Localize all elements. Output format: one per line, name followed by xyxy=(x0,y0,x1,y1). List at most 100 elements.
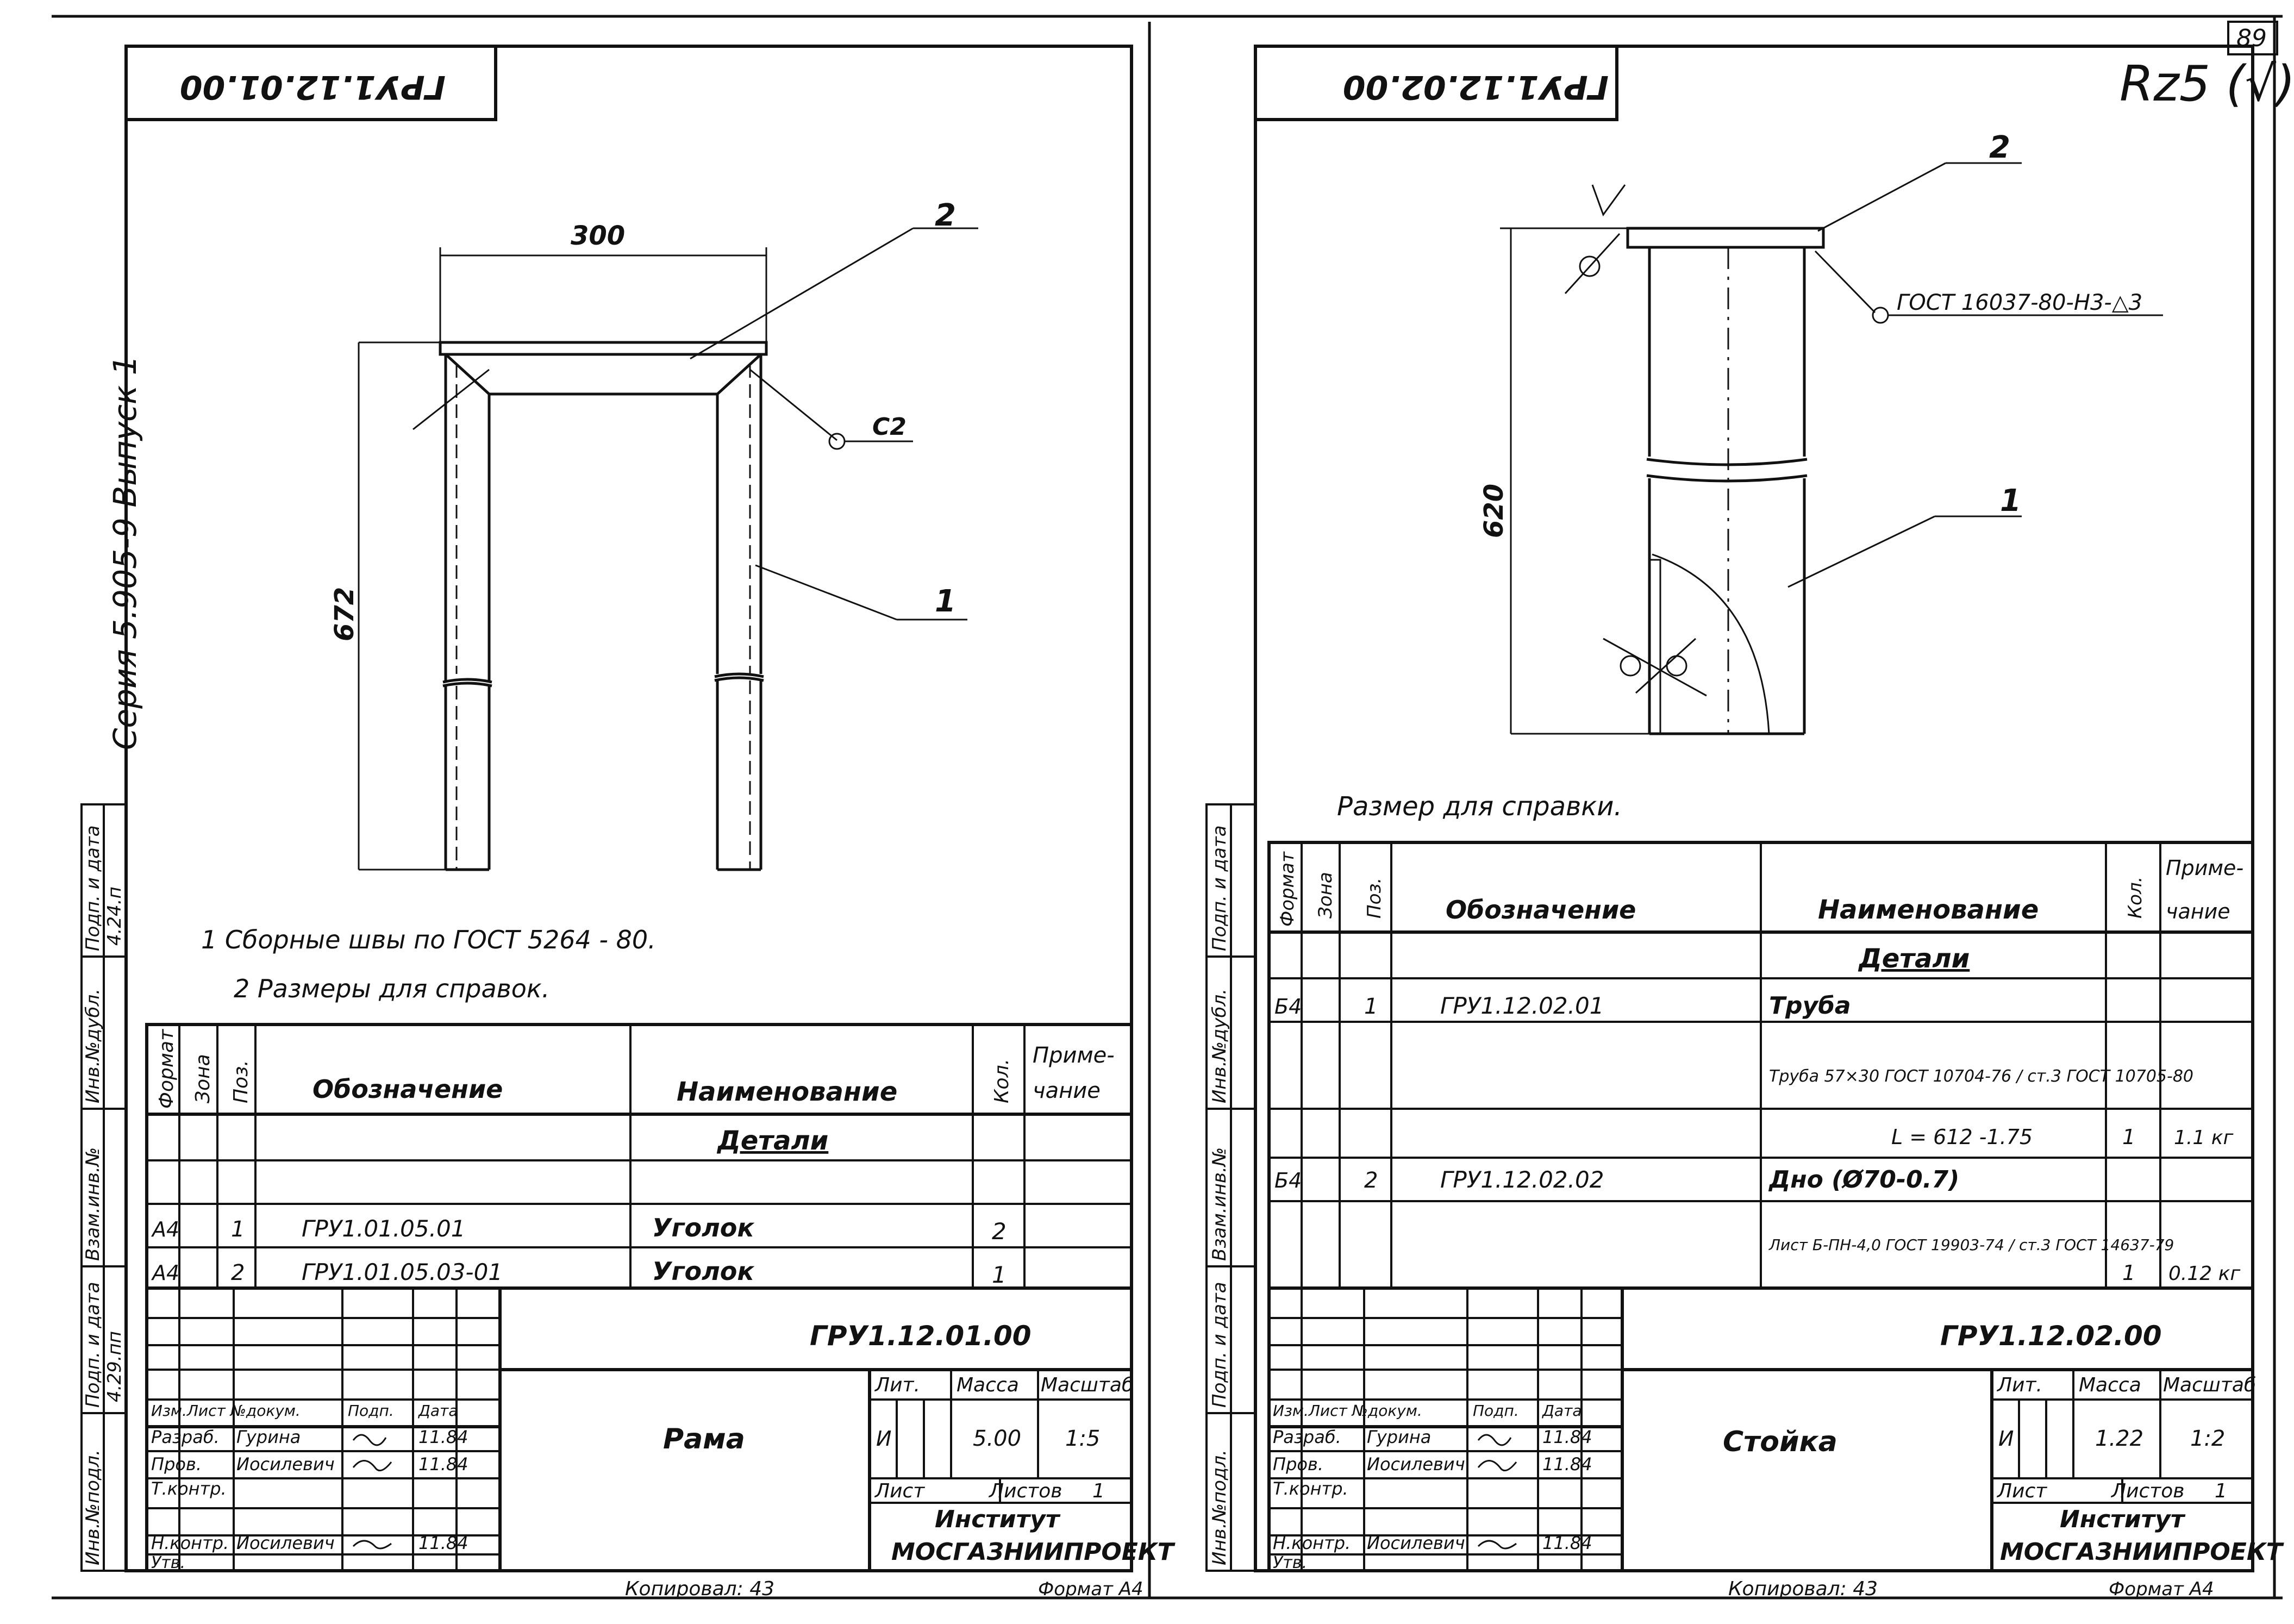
right-sheet: ГРУ1.12.02.00 Rz5 (√) Инв.№подл. Подп. и… xyxy=(1205,45,2294,1600)
right-binding-strip xyxy=(1205,803,1257,1572)
svg-text:ГРУ1.12.02.02: ГРУ1.12.02.02 xyxy=(1440,1166,1604,1193)
svg-text:L = 612 -1.75: L = 612 -1.75 xyxy=(1891,1125,2033,1149)
svg-text:1: 1 xyxy=(1364,994,1378,1019)
binding-label: Подп. и дата xyxy=(1209,1282,1230,1408)
scale-header: Масштаб xyxy=(1041,1374,1134,1396)
table-row: А4 2 ГРУ1.01.05.03-01 Уголок 1 xyxy=(151,1257,1007,1288)
col-format-header: Формат xyxy=(155,1029,178,1109)
format-label-right: Формат А4 xyxy=(2109,1578,2214,1600)
sheets-label: Листов xyxy=(988,1480,1062,1502)
svg-text:Иосилевич: Иосилевич xyxy=(1367,1533,1465,1553)
col-note-header-2: чание xyxy=(2166,900,2230,923)
sheets-label: Листов xyxy=(2110,1480,2184,1502)
svg-text:Уголок: Уголок xyxy=(652,1257,755,1286)
svg-text:А4: А4 xyxy=(151,1261,179,1285)
right-mirrored-stamp-box xyxy=(1254,45,1618,121)
col-note-header: Приме- xyxy=(2166,856,2243,880)
col-format-header: Формат xyxy=(1277,851,1298,927)
svg-text:Гурина: Гурина xyxy=(1367,1427,1431,1447)
svg-text:Пров.: Пров. xyxy=(151,1454,202,1475)
binding-label: Взам.инв.№ xyxy=(82,1147,104,1261)
right-mirrored-stamp: ГРУ1.12.02.00 xyxy=(1343,68,1609,106)
svg-text:0.12 кг: 0.12 кг xyxy=(2168,1263,2241,1285)
section-title: Детали xyxy=(1858,944,1970,974)
svg-text:Т.контр.: Т.контр. xyxy=(151,1478,227,1499)
svg-text:Подп.: Подп. xyxy=(1473,1402,1519,1420)
institute-name: Институт xyxy=(935,1506,1061,1533)
note-2: 2 Размеры для справок. xyxy=(234,974,549,1003)
svg-text:11.84: 11.84 xyxy=(1542,1427,1592,1447)
svg-text:Дно (Ø70-0.7): Дно (Ø70-0.7) xyxy=(1768,1166,1959,1194)
sheets-count-right: 1 xyxy=(2215,1480,2227,1502)
mass-header: Масса xyxy=(2079,1374,2141,1396)
doc-name-right: Стойка xyxy=(1723,1426,1837,1458)
callout-1-right: 1 xyxy=(2000,483,2021,519)
svg-text:1: 1 xyxy=(231,1217,245,1242)
callout-1: 1 xyxy=(935,584,956,619)
svg-text:Н.контр.: Н.контр. xyxy=(151,1533,229,1553)
svg-text:1.1 кг: 1.1 кг xyxy=(2174,1127,2234,1149)
section-title: Детали xyxy=(716,1126,828,1156)
svg-text:Дата: Дата xyxy=(1541,1402,1582,1420)
doc-name: Рама xyxy=(663,1423,745,1456)
svg-text:Утв.: Утв. xyxy=(151,1553,185,1572)
callout-2: 2 xyxy=(935,198,956,233)
table-row: А4 1 ГРУ1.01.05.01 Уголок 2 xyxy=(151,1213,1007,1245)
col-zone-header: Зона xyxy=(192,1054,214,1103)
svg-text:11.84: 11.84 xyxy=(418,1427,468,1447)
sheet-label: Лист xyxy=(874,1480,925,1502)
series-label: Серия 5.905-9 Выпуск 1 xyxy=(107,355,143,750)
binding-label: Инв.№подл. xyxy=(1209,1450,1230,1565)
col-designation-header: Обозначение xyxy=(312,1075,503,1104)
col-qty-header: Кол. xyxy=(2124,877,2146,919)
weld-note: ГОСТ 16037-80-Н3-△3 xyxy=(1897,290,2142,315)
dim-height: 672 xyxy=(329,587,360,641)
note-right: Размер для справки. xyxy=(1337,791,1622,822)
sheet-label: Лист xyxy=(1996,1480,2047,1502)
lit-header: Лит. xyxy=(1996,1374,2042,1396)
svg-text:ГРУ1.01.05.03-01: ГРУ1.01.05.03-01 xyxy=(302,1259,503,1285)
svg-text:2: 2 xyxy=(992,1218,1007,1245)
lit-header: Лит. xyxy=(874,1374,920,1396)
svg-text:1: 1 xyxy=(2122,1125,2135,1149)
binding-label: Взам.инв.№ xyxy=(1209,1147,1230,1261)
scale-value: 1:5 xyxy=(1065,1426,1100,1451)
svg-text:Т.контр.: Т.контр. xyxy=(1273,1478,1348,1499)
weld-label: С2 xyxy=(872,413,907,441)
page-frame xyxy=(52,15,2283,1600)
col-note-header: Приме- xyxy=(1033,1043,1115,1068)
doc-code-right: ГРУ1.12.02.00 xyxy=(1940,1320,2162,1352)
table-row: Б4 1 ГРУ1.12.02.01 Труба xyxy=(1274,992,1851,1020)
col-zone-header: Зона xyxy=(1315,872,1336,919)
col-name-header: Наименование xyxy=(677,1077,897,1107)
scale-header: Масштаб xyxy=(2163,1374,2256,1396)
svg-text:Б4: Б4 xyxy=(1274,995,1302,1019)
svg-text:Изм.Лист №докум.: Изм.Лист №докум. xyxy=(1273,1402,1422,1420)
svg-text:1: 1 xyxy=(2122,1261,2135,1285)
binding-label: Инв.№дубл. xyxy=(1209,989,1230,1103)
mass-header: Масса xyxy=(957,1374,1019,1396)
institute-name-right: Институт xyxy=(2060,1506,2186,1533)
svg-text:ГРУ1.12.02.01: ГРУ1.12.02.01 xyxy=(1440,992,1604,1019)
institute-name-2: МОСГАЗНИИПРОЕКТ xyxy=(891,1538,1176,1566)
right-spec-table xyxy=(1267,841,2254,1290)
svg-text:11.84: 11.84 xyxy=(1542,1533,1592,1553)
post-drawing xyxy=(1500,162,2163,735)
binding-label: Подп. и дата xyxy=(82,825,104,951)
dim-width: 300 xyxy=(571,221,625,251)
svg-text:11.84: 11.84 xyxy=(1542,1454,1592,1475)
mass-value-right: 1.22 xyxy=(2095,1426,2143,1451)
col-name-header: Наименование xyxy=(1818,895,2039,925)
binding-label: Подп. и дата xyxy=(1209,825,1230,951)
svg-text:11.84: 11.84 xyxy=(418,1454,468,1475)
svg-text:Дата: Дата xyxy=(417,1402,458,1420)
left-sheet: ГРУ1.12.01.00 Серия 5.905-9 Выпуск 1 Инв… xyxy=(80,45,1176,1600)
col-designation-header: Обозначение xyxy=(1446,895,1636,925)
svg-text:Гурина: Гурина xyxy=(236,1427,301,1447)
svg-text:Изм.Лист №докум.: Изм.Лист №докум. xyxy=(151,1402,301,1420)
binding-label: Подп. и дата xyxy=(82,1282,104,1408)
right-title-block xyxy=(1267,1286,2254,1572)
left-title-block xyxy=(145,1286,1133,1572)
svg-text:Иосилевич: Иосилевич xyxy=(236,1454,335,1475)
